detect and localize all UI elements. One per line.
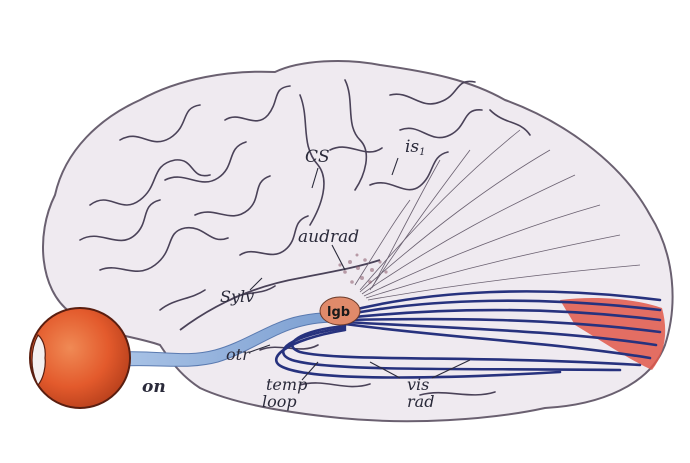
label-temp: temp [266, 375, 307, 394]
label-temp-loop: temp loop [262, 375, 312, 411]
auditory-radiation [338, 253, 388, 284]
cortical-sulci [79, 79, 531, 396]
label-on: on [142, 377, 166, 397]
label-lgb: lgb [327, 305, 350, 320]
sylvian-fissure [179, 259, 381, 331]
fine-fibers [354, 129, 641, 301]
lateral-geniculate-body [319, 296, 361, 326]
visual-cortex [560, 297, 666, 370]
label-is: is1 [405, 137, 426, 158]
label-vis-rad: vis rad [407, 375, 434, 411]
label-cs: CS [305, 147, 330, 167]
label-otr: otr [226, 345, 251, 364]
label-rad: rad [407, 392, 434, 411]
label-vis: vis [407, 375, 429, 394]
label-sylv: Sylv [220, 287, 254, 306]
label-is-main: is [405, 137, 419, 157]
leader-lines [249, 157, 471, 381]
label-loop: loop [262, 392, 297, 411]
label-audrad: audrad [298, 227, 359, 247]
label-is-subscript: 1 [419, 147, 425, 158]
optic-radiation [274, 290, 662, 379]
eye [29, 307, 131, 409]
